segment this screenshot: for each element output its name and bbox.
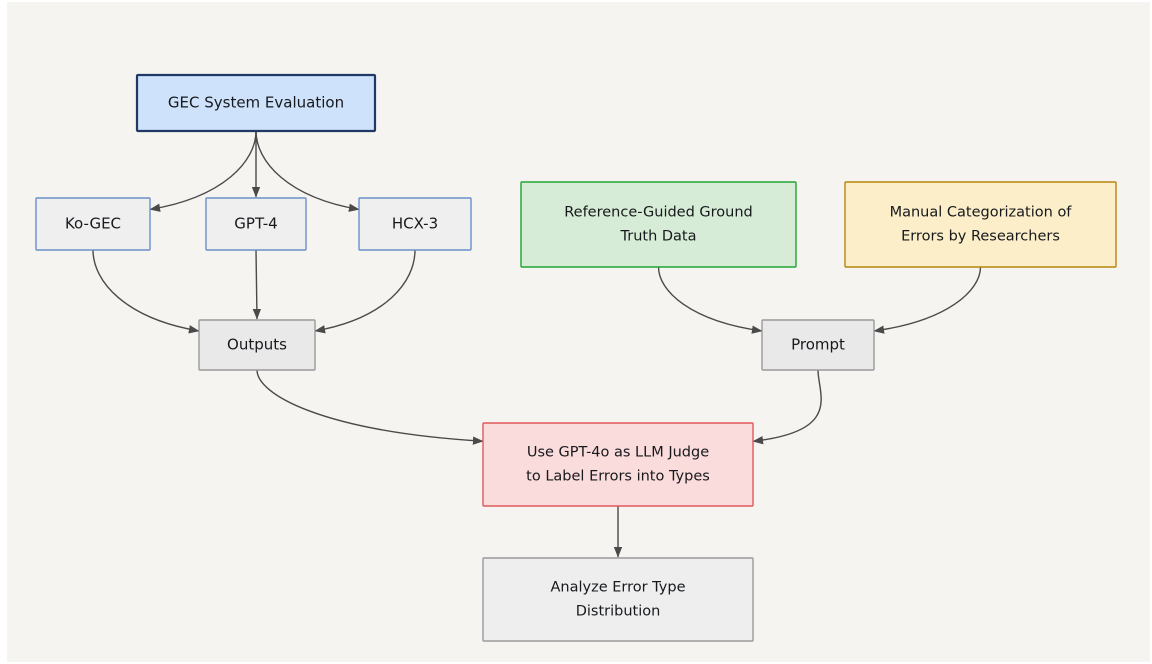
node-label-manual_categorization_of_errors_by_researchers: Manual Categorization of (890, 205, 1073, 221)
edges-layer (92, 130, 982, 558)
node-label-analyze_error_type_distribution: Distribution (576, 604, 661, 620)
node-box-use_gpt4o_as_llm_judge (482, 422, 754, 507)
node-gpt_4[interactable]: GPT-4 (205, 197, 307, 251)
node-label-prompt: Prompt (791, 336, 845, 354)
node-hcx_3[interactable]: HCX-3 (358, 197, 472, 251)
node-label-gpt_4: GPT-4 (234, 215, 277, 233)
node-gec_system_evaluation[interactable]: GEC System Evaluation (135, 73, 377, 133)
node-box-gpt_4 (205, 197, 307, 251)
node-box-gec_system_evaluation (135, 73, 377, 133)
edge-hcx_3-to-outputs (314, 249, 416, 334)
edge-manual_categorization_of_errors_by_researchers-to-prompt (873, 266, 982, 334)
node-label-analyze_error_type_distribution: Analyze Error Type (550, 580, 685, 596)
node-label-gec_system_evaluation: GEC System Evaluation (168, 94, 344, 112)
node-box-reference_guided_ground_truth_data (520, 181, 797, 268)
edge-gec_system_evaluation-to-hcx_3 (255, 130, 360, 212)
node-prompt[interactable]: Prompt (761, 319, 875, 371)
edge-prompt-to-use_gpt4o_as_llm_judge (752, 369, 822, 445)
node-manual_categorization_of_errors_by_researchers[interactable]: Manual Categorization of Errors by Resear… (844, 181, 1117, 268)
node-box-ko_gec (35, 197, 151, 251)
node-label-use_gpt4o_as_llm_judge: Use GPT-4o as LLM Judge (527, 445, 709, 461)
edge-ko_gec-to-outputs (92, 249, 200, 334)
node-outputs[interactable]: Outputs (198, 319, 316, 371)
node-label-reference_guided_ground_truth_data: Reference-Guided Ground (564, 205, 753, 221)
node-use_gpt4o_as_llm_judge[interactable]: Use GPT-4o as LLM Judge to Label Errors i… (482, 422, 754, 507)
node-label-ko_gec: Ko-GEC (65, 215, 121, 233)
edge-outputs-to-use_gpt4o_as_llm_judge (256, 369, 484, 445)
node-label-use_gpt4o_as_llm_judge: to Label Errors into Types (526, 469, 710, 485)
node-box-analyze_error_type_distribution (482, 557, 754, 642)
node-label-reference_guided_ground_truth_data: Truth Data (620, 229, 697, 245)
node-ko_gec[interactable]: Ko-GEC (35, 197, 151, 251)
edge-gpt_4-to-outputs (252, 249, 262, 320)
node-label-manual_categorization_of_errors_by_researchers: Errors by Researchers (901, 229, 1060, 245)
node-label-hcx_3: HCX-3 (392, 215, 438, 233)
node-box-manual_categorization_of_errors_by_researchers (844, 181, 1117, 268)
edge-gec_system_evaluation-to-ko_gec (149, 130, 257, 212)
node-box-prompt (761, 319, 875, 371)
node-box-hcx_3 (358, 197, 472, 251)
node-label-outputs: Outputs (227, 336, 287, 354)
edge-reference_guided_ground_truth_data-to-prompt (657, 266, 763, 334)
node-box-outputs (198, 319, 316, 371)
